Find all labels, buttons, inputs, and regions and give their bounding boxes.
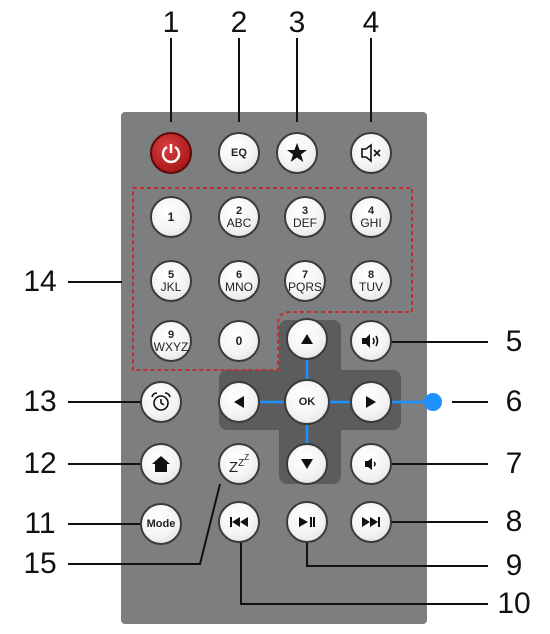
play-pause-button[interactable] [286, 501, 328, 543]
key-1-label: 1 [167, 210, 175, 224]
callout-13: 13 [23, 385, 57, 418]
key-4-number: 4 [367, 204, 375, 217]
star-icon [287, 143, 307, 162]
up-button[interactable] [286, 318, 328, 360]
volume-up-icon [362, 334, 379, 348]
key-3-button[interactable]: 3 DEF [284, 196, 326, 238]
key-8-button[interactable]: 8 TUV [350, 260, 392, 302]
alarm-button[interactable] [140, 381, 182, 423]
home-button[interactable] [140, 443, 182, 485]
key-0-label: 0 [235, 334, 243, 348]
left-button[interactable] [218, 381, 260, 423]
arrow-left-icon [234, 396, 244, 408]
callout-14: 14 [23, 265, 57, 298]
mute-button[interactable] [350, 132, 392, 174]
key-0-button[interactable]: 0 [218, 320, 260, 362]
eq-label: EQ [231, 147, 247, 159]
key-9-button[interactable]: 9 WXYZ [150, 320, 192, 362]
callout-9: 9 [505, 549, 523, 582]
key-8-letters: TUV [359, 279, 383, 294]
volume-down-button[interactable] [350, 443, 392, 485]
callout-15: 15 [23, 547, 57, 580]
key-5-number: 5 [167, 268, 175, 281]
callout-11: 11 [24, 507, 56, 540]
sleep-label: ZZZ [229, 453, 249, 476]
key-9-number: 9 [167, 328, 175, 341]
remote-body [121, 112, 427, 624]
key-7-button[interactable]: 7 PQRS [284, 260, 326, 302]
sleep-button[interactable]: ZZZ [218, 443, 260, 485]
key-7-letters: PQRS [287, 279, 322, 294]
next-icon [362, 517, 380, 527]
key-5-button[interactable]: 5 JKL [150, 260, 192, 302]
key-9-letters: WXYZ [153, 339, 189, 354]
callout-12: 12 [23, 447, 57, 480]
key-3-letters: DEF [293, 215, 317, 230]
previous-button[interactable] [218, 501, 260, 543]
callout-10: 10 [497, 587, 531, 620]
home-icon [152, 456, 170, 472]
volume-up-button[interactable] [350, 320, 392, 362]
callout-7: 7 [505, 447, 523, 480]
favorite-button[interactable] [276, 132, 318, 174]
key-4-letters: GHI [360, 215, 382, 230]
key-6-letters: MNO [225, 279, 253, 294]
callout-1: 1 [162, 6, 180, 39]
mode-label: Mode [146, 518, 176, 530]
key-7-number: 7 [301, 268, 309, 281]
sleep-z-sup-1: Z [238, 457, 245, 469]
play-pause-icon [299, 517, 315, 527]
previous-icon [230, 517, 248, 527]
ok-label: OK [298, 396, 316, 408]
power-icon [161, 144, 181, 164]
down-button[interactable] [286, 443, 328, 485]
eq-button[interactable]: EQ [218, 132, 260, 174]
right-button[interactable] [350, 381, 392, 423]
callout-8: 8 [505, 505, 523, 538]
key-8-number: 8 [367, 268, 375, 281]
callout-4: 4 [362, 6, 380, 39]
ok-button[interactable]: OK [284, 379, 330, 425]
key-1-button[interactable]: 1 [150, 196, 192, 238]
key-2-number: 2 [235, 204, 243, 217]
next-button[interactable] [350, 501, 392, 543]
sleep-z-sup-2: Z [244, 452, 250, 462]
power-button[interactable] [150, 132, 192, 174]
key-5-letters: JKL [160, 279, 182, 294]
alarm-icon [151, 392, 171, 411]
key-6-button[interactable]: 6 MNO [218, 260, 260, 302]
key-4-button[interactable]: 4 GHI [350, 196, 392, 238]
arrow-down-icon [301, 459, 313, 469]
key-6-number: 6 [235, 268, 243, 281]
callout-3: 3 [288, 6, 306, 39]
key-2-letters: ABC [226, 215, 252, 230]
mute-icon [361, 143, 381, 163]
mode-button[interactable]: Mode [140, 503, 182, 545]
callout-6: 6 [505, 385, 523, 418]
sleep-z: Z [228, 458, 239, 476]
arrow-right-icon [366, 396, 376, 408]
key-3-number: 3 [301, 204, 309, 217]
volume-down-icon [365, 458, 376, 470]
arrow-up-icon [301, 334, 313, 344]
key-2-button[interactable]: 2 ABC [218, 196, 260, 238]
callout-5: 5 [505, 325, 523, 358]
callout-2: 2 [230, 6, 248, 39]
